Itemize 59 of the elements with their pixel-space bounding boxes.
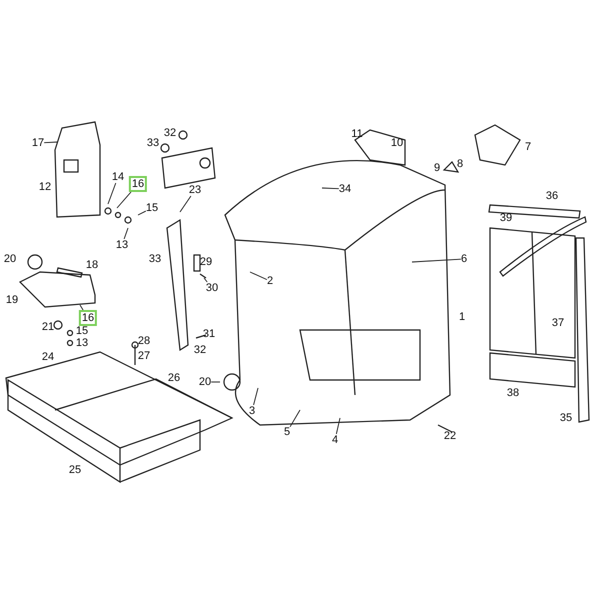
callout-number: 19 (6, 294, 18, 306)
callout-number: 21 (42, 321, 54, 333)
callout-number: 2 (266, 275, 274, 287)
callout-number: 26 (168, 372, 180, 384)
callout-number: 23 (188, 184, 202, 196)
callout-number: 16 (128, 176, 148, 192)
callout-number: 39 (500, 212, 512, 224)
callout-number: 17 (32, 137, 44, 149)
callout-number: 25 (68, 464, 82, 476)
callout-number: 4 (332, 434, 338, 446)
callout-number: 22 (444, 430, 456, 442)
leader-line (80, 304, 84, 310)
leader-line (253, 388, 258, 406)
callout-number: 5 (284, 426, 290, 438)
callout-number: 10 (390, 137, 404, 149)
callout-number: 3 (248, 405, 256, 417)
callout-number: 11 (351, 128, 363, 140)
leader-line (108, 182, 116, 204)
callout-number: 13 (116, 239, 128, 251)
leader-line (124, 228, 128, 240)
leader-line (138, 210, 146, 216)
leader-line (290, 410, 300, 428)
callout-number: 14 (112, 171, 124, 183)
callout-number: 13 (76, 337, 88, 349)
callout-number: 33 (148, 253, 162, 265)
callout-number: 36 (546, 190, 558, 202)
callout-number: 6 (460, 253, 468, 265)
callout-number: 8 (456, 158, 464, 170)
callout-number: 27 (138, 350, 150, 362)
callout-number: 7 (524, 141, 532, 153)
callout-number: 29 (200, 256, 212, 268)
callout-number: 16 (78, 310, 98, 326)
callout-number: 33 (146, 137, 160, 149)
leader-line (250, 272, 268, 280)
callout-number: 15 (76, 325, 88, 337)
callout-number: 28 (138, 335, 150, 347)
callout-number: 24 (42, 351, 54, 363)
callout-number: 12 (38, 181, 52, 193)
leader-line (180, 196, 192, 212)
callout-number: 34 (338, 183, 352, 195)
callout-number: 15 (146, 202, 158, 214)
callout-number: 32 (194, 344, 206, 356)
leader-line (44, 142, 58, 144)
callout-number: 20 (4, 253, 16, 265)
callout-number: 31 (202, 328, 216, 340)
leader-line (322, 188, 340, 190)
leader-line (116, 192, 132, 208)
callout-number: 9 (434, 162, 440, 174)
callout-number: 18 (86, 259, 98, 271)
leader-line (204, 278, 208, 282)
callout-number: 30 (206, 282, 218, 294)
leader-line (412, 258, 462, 262)
callout-number: 1 (458, 311, 466, 323)
callout-number: 20 (198, 376, 212, 388)
leader-line (336, 418, 340, 434)
callout-number: 35 (560, 412, 572, 424)
callout-number: 32 (164, 127, 176, 139)
callout-number: 37 (552, 317, 564, 329)
callout-number: 38 (506, 387, 520, 399)
